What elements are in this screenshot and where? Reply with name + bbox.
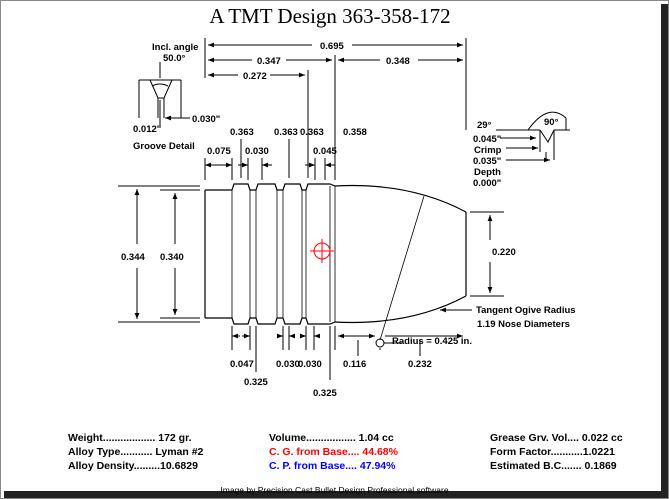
alloy-type-label: Alloy Type........... xyxy=(68,446,153,458)
grease-volume-value: 0.022 cc xyxy=(581,432,623,444)
form-factor-value: 1.0221 xyxy=(582,446,615,458)
ogive-radius-value: Radius = 0.425 in. xyxy=(392,336,472,347)
inner-diameter-label: 0.340 xyxy=(160,252,184,263)
band3-diameter-label: 0.363 xyxy=(300,127,324,138)
groove-v-left xyxy=(149,79,159,118)
window-shadow-bottom xyxy=(4,491,669,499)
outer-diameter-label: 0.344 xyxy=(121,252,145,263)
alloy-type-value: Lyman #2 xyxy=(155,446,204,458)
groove-width-value: 0.012" xyxy=(133,124,161,135)
groove-angle-label: Incl. angle xyxy=(152,42,198,53)
bottom-116-label: 0.116 xyxy=(343,359,366,370)
bottom-030b-label: 0.030 xyxy=(298,359,322,370)
footer-credit: Image by Precision Cast Bullet Design Pr… xyxy=(220,485,449,495)
bullet-profile xyxy=(204,183,467,341)
crimp-label: Crimp xyxy=(474,145,502,156)
bc-value: 0.1869 xyxy=(584,460,617,472)
nose-length-label: 0.348 xyxy=(386,56,410,67)
ogive-radius-line2: 1.19 Nose Diameters xyxy=(477,319,570,330)
crimp-angle-left: 29° xyxy=(477,120,492,131)
stats-left: Weight.................. 172 gr. Alloy T… xyxy=(68,431,203,473)
design-title: A TMT Design 363-358-172 xyxy=(209,4,451,28)
cp-value: 47.94% xyxy=(359,460,396,472)
diameter-dims: 0.344 0.340 xyxy=(118,185,200,323)
bullet-drawing: Incl. angle 50.0° 0.012" 0.030" Groove D… xyxy=(118,38,576,399)
crimp-offset-value: 0.000" xyxy=(473,178,501,189)
ogive-radius-line1: Tangent Ogive Radius xyxy=(476,305,576,316)
bottom-325b-label: 0.325 xyxy=(313,388,337,399)
weight-value: 172 gr. xyxy=(158,432,192,444)
crimp-width-value: 0.045" xyxy=(473,134,501,145)
crimp-detail: 29° 90° 0.045" Crimp 0.035" Depth 0.000" xyxy=(473,111,570,189)
form-factor-label: Form Factor........... xyxy=(490,446,583,458)
stats-right: Grease Grv. Vol.... 0.022 cc Form Factor… xyxy=(490,431,623,473)
meplat-diameter-label: 0.220 xyxy=(492,247,516,258)
groove-detail: Incl. angle 50.0° 0.012" 0.030" Groove D… xyxy=(133,42,220,152)
top-dimensions: 0.695 0.347 0.348 0.272 xyxy=(204,38,467,180)
groove-length-label: 0.030 xyxy=(245,146,269,157)
cg-value: 44.68% xyxy=(362,446,398,458)
crimp-depth-value: 0.035" xyxy=(473,156,501,167)
band1-diameter-label: 0.363 xyxy=(230,127,254,138)
crimp-length-label: 0.045 xyxy=(313,146,337,157)
window-shadow-right xyxy=(661,4,669,499)
groove-detail-caption: Groove Detail xyxy=(133,141,195,152)
crimp-profile xyxy=(539,129,570,143)
base-band-length-label: 0.075 xyxy=(207,146,231,157)
bottom-047-label: 0.047 xyxy=(230,359,254,370)
cp-label: C. P. from Base.... xyxy=(269,460,357,472)
bottom-dimensions: 0.047 0.325 0.030 0.030 0.325 0.11 xyxy=(230,326,463,399)
body-length-label: 0.347 xyxy=(257,56,281,67)
alloy-density-value: 10.6829 xyxy=(160,460,198,472)
volume-label: Volume................. xyxy=(269,432,356,444)
bottom-325a-label: 0.325 xyxy=(244,377,268,388)
weight-label: Weight.................. xyxy=(68,432,156,444)
stats-middle: Volume................. 1.04 cc C. G. fr… xyxy=(269,431,398,473)
grease-volume-label: Grease Grv. Vol.... xyxy=(490,432,579,444)
bc-label: Estimated B.C....... xyxy=(490,460,582,472)
alloy-density-label: Alloy Density......... xyxy=(68,460,160,472)
groove-angle-value: 50.0° xyxy=(163,53,185,64)
band2-diameter-label: 0.363 xyxy=(274,127,298,138)
overall-length-label: 0.695 xyxy=(320,41,344,52)
groove-depth-value: 0.030" xyxy=(192,114,220,125)
bottom-030a-label: 0.030 xyxy=(276,359,300,370)
cg-label: C. G. from Base.... xyxy=(269,446,360,458)
band-labels: 0.363 0.363 0.363 0.358 0.075 0.030 0.04… xyxy=(204,127,367,180)
volume-value: 1.04 cc xyxy=(358,432,394,444)
bottom-232-label: 0.232 xyxy=(408,359,432,370)
ogive-annotation: Tangent Ogive Radius 1.19 Nose Diameters… xyxy=(375,305,576,348)
body-diameter-label: 0.358 xyxy=(343,127,367,138)
cg-marker xyxy=(310,239,334,263)
meplat-dim: 0.220 xyxy=(470,211,516,297)
crimp-angle-arc xyxy=(527,111,567,131)
crimp-depth-label: Depth xyxy=(474,167,501,178)
crimp-angle-right: 90° xyxy=(544,117,559,128)
to-crimp-length-label: 0.272 xyxy=(243,71,267,82)
groove-angle-arc xyxy=(151,83,169,87)
